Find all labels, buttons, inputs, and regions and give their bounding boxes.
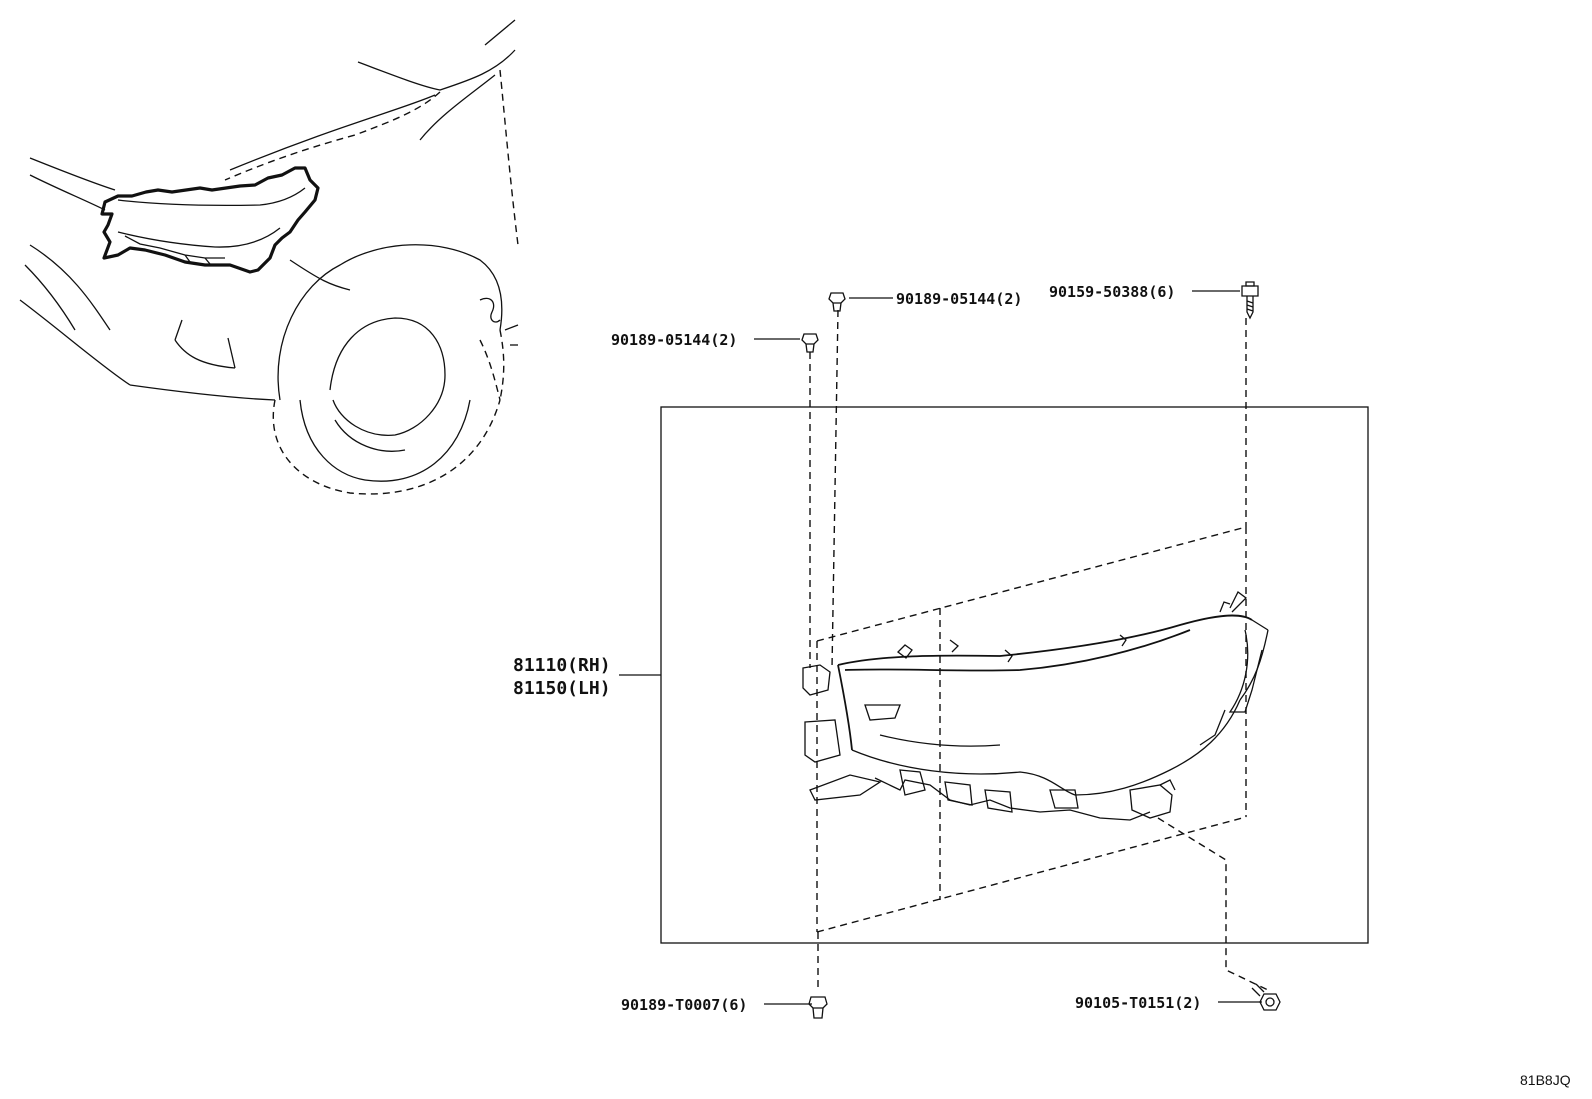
part-label-bolt-bottom: 90105-T0151(2) bbox=[1075, 994, 1201, 1012]
part-label-clip-top-center: 90189-05144(2) bbox=[896, 290, 1022, 308]
path-clip-top-center bbox=[831, 309, 839, 669]
part-label-headlamp-rh: 81110(RH) bbox=[513, 655, 611, 676]
tapping-screw-icon bbox=[1241, 281, 1259, 320]
part-label-clip-top-left: 90189-05144(2) bbox=[611, 331, 737, 349]
flange-bolt-icon bbox=[1251, 983, 1281, 1011]
path-bolt-bottom bbox=[1157, 817, 1269, 991]
assembly-frame bbox=[660, 406, 1369, 944]
diagram-code: 81B8JQ bbox=[1520, 1072, 1571, 1088]
part-label-headlamp-lh: 81150(LH) bbox=[513, 678, 611, 699]
part-label-clip-bottom: 90189-T0007(6) bbox=[621, 996, 747, 1014]
push-clip-icon bbox=[801, 333, 819, 353]
headlamp-assembly-illustration bbox=[802, 526, 1269, 933]
part-label-screw-top-right: 90159-50388(6) bbox=[1049, 283, 1175, 301]
push-clip-icon bbox=[828, 292, 846, 312]
push-clip-icon bbox=[808, 996, 828, 1019]
vehicle-locator-illustration bbox=[19, 19, 519, 495]
